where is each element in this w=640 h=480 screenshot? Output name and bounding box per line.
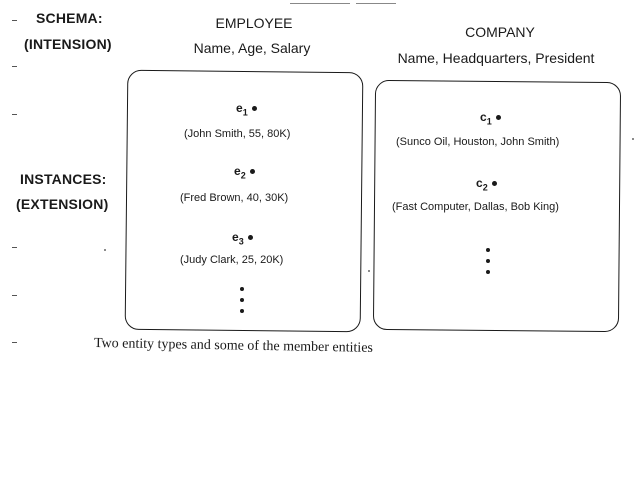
employee-entity-id: e2 <box>234 164 255 180</box>
company-entity-value: (Sunco Oil, Houston, John Smith) <box>396 136 560 148</box>
employee-title: EMPLOYEE <box>215 15 293 31</box>
employee-attributes: Name, Age, Salary <box>193 40 311 56</box>
entity-subscript: 2 <box>240 170 246 181</box>
company-entity-value: (Fast Computer, Dallas, Bob King) <box>392 201 559 213</box>
more-dot-icon <box>240 309 244 313</box>
employee-entity-value: (Judy Clark, 25, 20K) <box>180 254 284 266</box>
margin-tick <box>12 20 17 22</box>
entity-subscript: 1 <box>242 107 248 118</box>
entity-bullet-icon <box>495 115 501 121</box>
scan-artifact-line <box>356 3 396 4</box>
company-title: COMPANY <box>465 24 535 40</box>
entity-letter: c <box>480 110 487 124</box>
instances-label: INSTANCES: <box>20 171 107 187</box>
entity-letter: e <box>236 101 243 115</box>
scan-speck <box>632 138 634 140</box>
entity-bullet-icon <box>491 181 497 187</box>
margin-tick <box>12 66 17 68</box>
margin-tick <box>12 114 17 116</box>
employee-entity-id: e1 <box>236 101 257 117</box>
entity-letter: e <box>232 230 239 244</box>
company-entity-id: c2 <box>476 176 497 192</box>
employee-entity-value: (John Smith, 55, 80K) <box>184 128 291 140</box>
entity-bullet-icon <box>249 169 255 175</box>
employee-entity-value: (Fred Brown, 40, 30K) <box>180 192 289 204</box>
margin-tick <box>12 247 17 249</box>
schema-label: SCHEMA: <box>36 10 103 26</box>
entity-subscript: 2 <box>482 182 488 193</box>
scan-speck <box>104 249 106 251</box>
margin-tick <box>12 342 17 344</box>
more-dot-icon <box>240 298 244 302</box>
more-dot-icon <box>240 287 244 291</box>
entity-letter: e <box>234 164 241 178</box>
more-dot-icon <box>486 248 490 252</box>
entity-bullet-icon <box>251 106 257 112</box>
figure-caption: Two entity types and some of the member … <box>93 336 374 356</box>
scan-artifact-line <box>290 3 350 4</box>
more-dot-icon <box>486 259 490 263</box>
more-dot-icon <box>486 270 490 274</box>
extension-label: (EXTENSION) <box>16 196 109 212</box>
company-attributes: Name, Headquarters, President <box>397 50 595 66</box>
margin-tick <box>12 295 17 297</box>
entity-bullet-icon <box>247 235 253 241</box>
entity-subscript: 3 <box>238 236 244 247</box>
employee-entity-id: e3 <box>232 230 253 246</box>
company-entity-id: c1 <box>480 110 501 126</box>
entity-letter: c <box>476 176 483 190</box>
intension-label: (INTENSION) <box>24 36 112 52</box>
scan-speck <box>368 270 370 272</box>
entity-subscript: 1 <box>486 116 492 127</box>
